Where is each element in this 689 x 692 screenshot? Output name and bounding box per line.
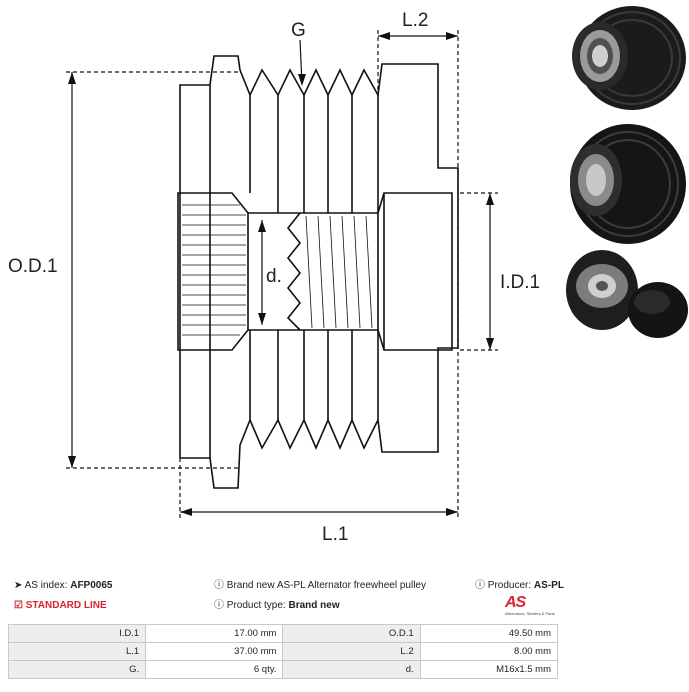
producer-value: AS-PL [533, 580, 564, 591]
logo-mark: AS [505, 594, 526, 611]
spec-label: O.D.1 [282, 624, 421, 643]
spec-table: I.D.1 17.00 mm O.D.1 49.50 mm L.1 37.00 … [7, 624, 559, 679]
info-icon: ⓘ [475, 580, 485, 591]
label-od1: O.D.1 [8, 256, 58, 277]
label-id1: I.D.1 [500, 272, 540, 293]
pulley-technical-drawing: G L.2 O.D.1 I.D.1 d. L.1 [8, 6, 688, 545]
product-type: ⓘ Product type: Brand new [214, 600, 340, 612]
producer: ⓘ Producer: AS-PL [475, 580, 564, 592]
table-row: L.1 37.00 mm L.2 8.00 mm [7, 642, 559, 661]
pulley-outline [179, 55, 459, 489]
product-type-value: Brand new [288, 600, 340, 611]
table-row: I.D.1 17.00 mm O.D.1 49.50 mm [7, 624, 559, 643]
product-photo-front [572, 6, 686, 110]
spec-value: 37.00 mm [145, 642, 284, 661]
producer-label: Producer: [487, 580, 532, 591]
label-d: d. [266, 266, 282, 287]
checkbox-icon: ☑ [14, 600, 23, 611]
spec-value: 17.00 mm [145, 624, 284, 643]
product-photo-with-cap [566, 250, 688, 338]
spec-label: G. [7, 660, 147, 679]
product-type-label: Product type: [226, 600, 286, 611]
info-icon: ⓘ [214, 580, 224, 591]
thread [286, 212, 302, 331]
spec-value: 49.50 mm [419, 624, 559, 643]
label-groove: G [291, 20, 306, 41]
product-photo-side [570, 124, 686, 244]
info-icon: ⓘ [214, 600, 224, 611]
description: ⓘ Brand new AS-PL Alternator freewheel p… [214, 580, 426, 592]
label-l1: L.1 [322, 524, 348, 545]
label-l2: L.2 [402, 10, 428, 31]
as-index-label: AS index: [24, 580, 68, 591]
as-index-value: AFP0065 [70, 580, 113, 591]
logo-tagline: Alternators, Starters & Parts [505, 611, 555, 616]
as-index: ➤ AS index: AFP0065 [14, 580, 112, 592]
spec-label: L.1 [7, 642, 147, 661]
standard-line: ☑ STANDARD LINE [14, 600, 107, 612]
spec-value: 8.00 mm [419, 642, 559, 661]
spec-value: M16x1.5 mm [419, 660, 559, 679]
tag-icon: ➤ [14, 580, 23, 591]
spec-value: 6 qty. [145, 660, 284, 679]
table-row: G. 6 qty. d. M16x1.5 mm [7, 660, 559, 679]
standard-line-label: STANDARD LINE [25, 600, 107, 611]
spec-label: L.2 [282, 642, 421, 661]
as-pl-logo: AS Alternators, Starters & Parts [505, 594, 561, 618]
spec-label: d. [282, 660, 421, 679]
spline-hub [177, 192, 249, 351]
spec-label: I.D.1 [7, 624, 147, 643]
description-text: Brand new AS-PL Alternator freewheel pul… [226, 580, 426, 591]
